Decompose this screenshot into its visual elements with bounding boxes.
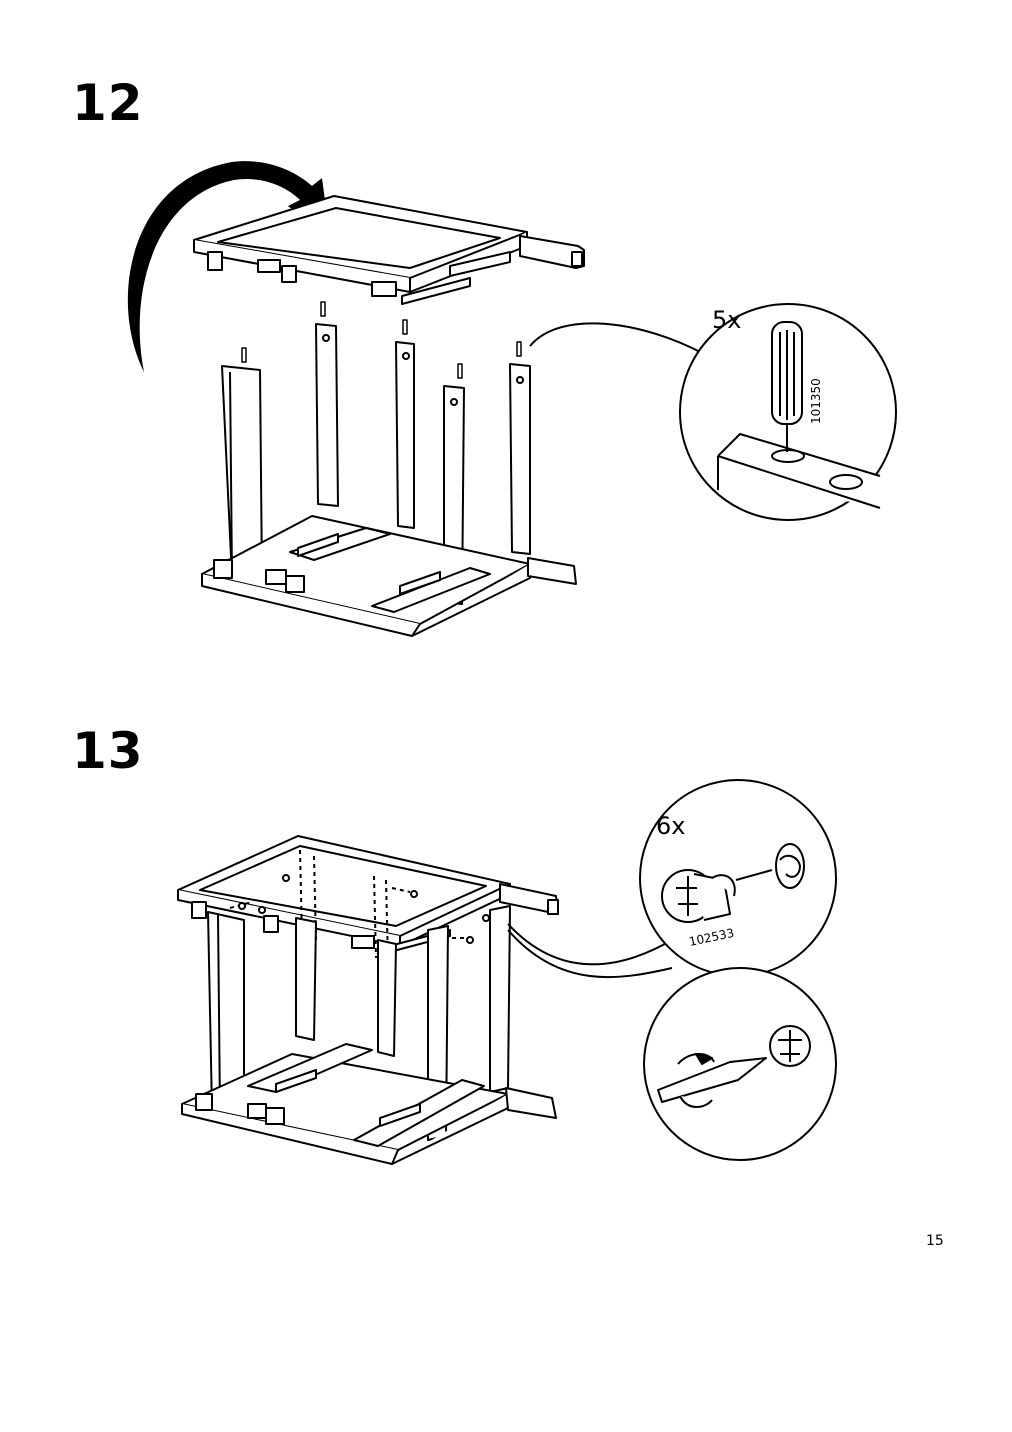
bottom-frame: [201, 515, 577, 637]
dowel-detail: [716, 321, 881, 509]
screwdriver-icon: [657, 1057, 767, 1103]
step-number: 12: [72, 74, 144, 132]
quantity-label: 6x: [656, 812, 685, 840]
cam-lock-detail: [661, 843, 805, 923]
page-number: 15: [926, 1233, 944, 1249]
step-13-illustration: 6x 102533: [177, 779, 837, 1165]
callout-leader: [529, 322, 705, 355]
dowels: [241, 301, 522, 379]
top-frame: [177, 835, 559, 963]
step-number: 13: [72, 722, 144, 780]
screwdriver-detail: [657, 1025, 811, 1108]
callout-leader: [507, 923, 673, 966]
quantity-label: 5x: [712, 306, 741, 334]
callout-leader: [507, 929, 673, 978]
part-id: 101350: [809, 378, 823, 424]
bottom-frame: [181, 1043, 557, 1165]
top-frame: [193, 195, 585, 305]
step-12-illustration: 5x 101350: [127, 161, 897, 637]
